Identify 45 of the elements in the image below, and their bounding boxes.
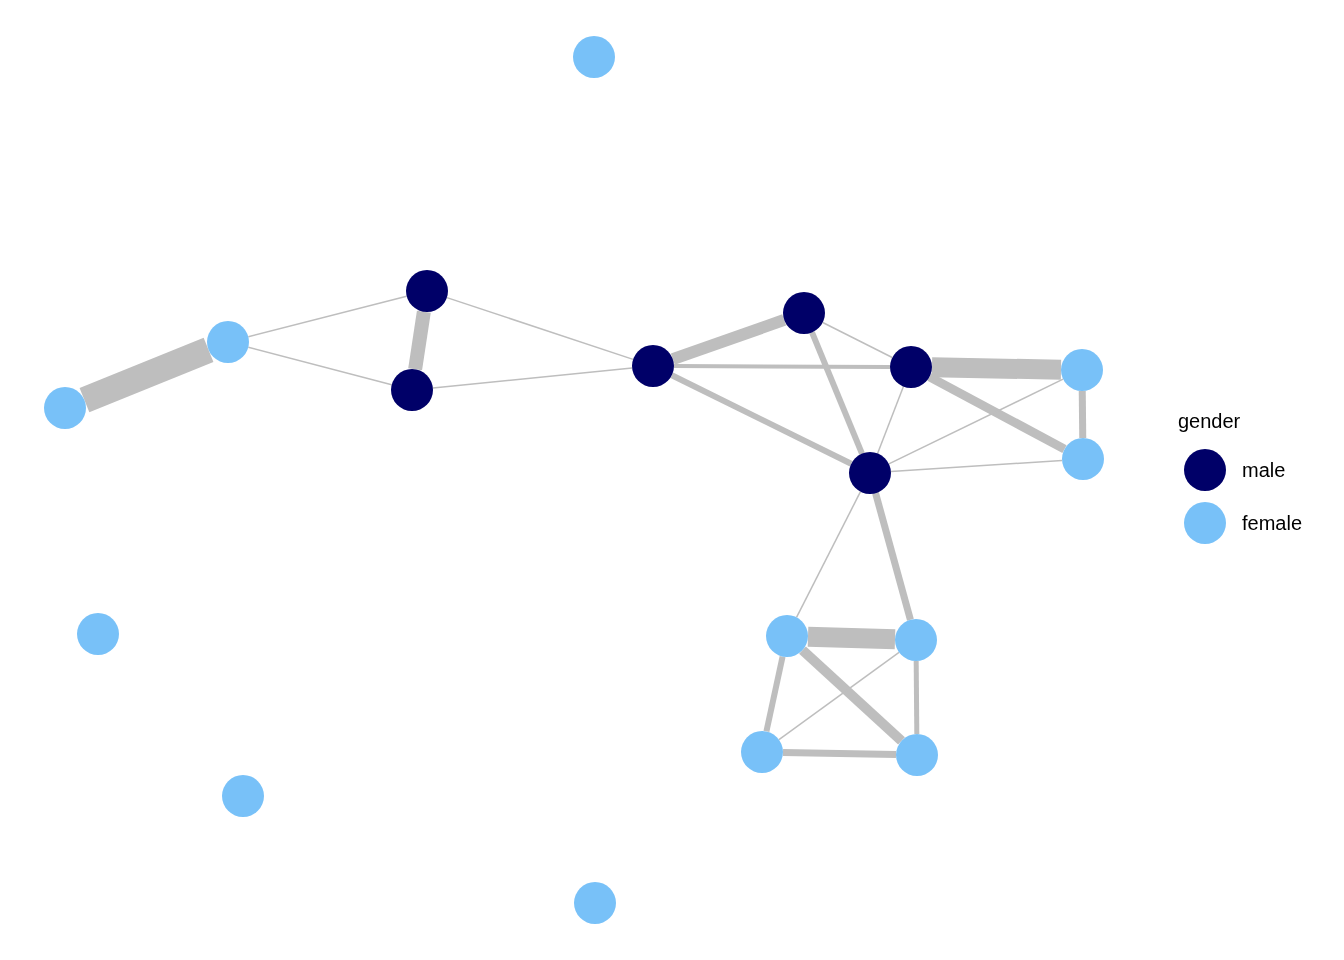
network-node bbox=[890, 346, 932, 388]
network-node bbox=[632, 345, 674, 387]
network-edge bbox=[79, 337, 214, 413]
network-node bbox=[1061, 349, 1103, 391]
network-edge bbox=[674, 364, 890, 369]
network-edge bbox=[913, 660, 920, 735]
network-edge bbox=[872, 492, 914, 621]
network-node bbox=[896, 734, 938, 776]
network-node bbox=[406, 270, 448, 312]
network-edge bbox=[822, 321, 893, 359]
legend-label: male bbox=[1242, 459, 1286, 482]
network-node bbox=[391, 369, 433, 411]
network-edge bbox=[890, 459, 1063, 473]
network-edge bbox=[931, 357, 1062, 380]
network-edge bbox=[807, 626, 896, 650]
network-edge bbox=[408, 310, 431, 371]
network-edge bbox=[876, 385, 905, 455]
network-edge bbox=[432, 367, 633, 389]
legend-label: female bbox=[1242, 512, 1303, 535]
network-edge bbox=[670, 314, 787, 365]
network-edge bbox=[782, 748, 897, 759]
legend-title: gender bbox=[1178, 410, 1241, 433]
network-edge bbox=[799, 646, 905, 745]
network-edge bbox=[888, 378, 1064, 465]
network-node bbox=[44, 387, 86, 429]
network-edge bbox=[1078, 390, 1087, 439]
network-edge bbox=[247, 295, 408, 338]
network-node bbox=[1062, 438, 1104, 480]
network-edge bbox=[446, 296, 634, 361]
network-edge bbox=[809, 331, 865, 455]
network-node bbox=[895, 619, 937, 661]
network-node bbox=[574, 882, 616, 924]
network-edge bbox=[670, 372, 853, 467]
network-node bbox=[77, 613, 119, 655]
network-node bbox=[207, 321, 249, 363]
network-node bbox=[741, 731, 783, 773]
network-edge bbox=[763, 655, 786, 733]
network-node bbox=[849, 452, 891, 494]
network-node bbox=[222, 775, 264, 817]
network-edge bbox=[795, 490, 862, 619]
network-node bbox=[573, 36, 615, 78]
network-edge bbox=[778, 651, 900, 741]
network-node bbox=[766, 615, 808, 657]
network-edge bbox=[247, 346, 393, 386]
network-node bbox=[783, 292, 825, 334]
